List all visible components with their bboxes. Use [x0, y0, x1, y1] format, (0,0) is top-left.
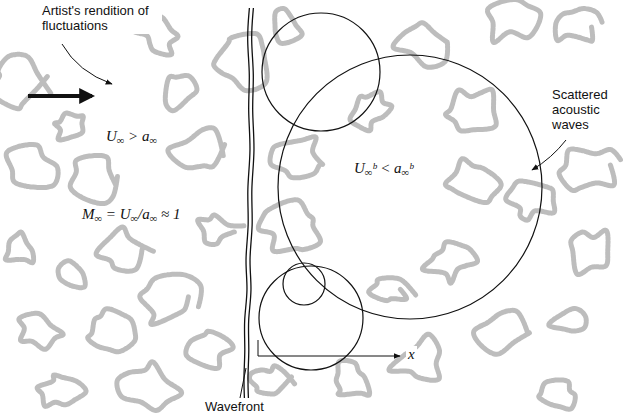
fluctuation-squiggle — [369, 278, 416, 301]
callout-text: Scattered acoustic waves — [550, 88, 620, 133]
fluctuation-squiggle — [555, 9, 602, 42]
wavefront-line — [248, 8, 254, 398]
flow-arrow — [28, 94, 92, 98]
fluctuation-squiggle — [350, 92, 392, 131]
fluctuation-squiggle — [186, 331, 233, 368]
fluctuation-squiggle — [506, 181, 555, 220]
fluctuation-squiggle — [58, 261, 85, 288]
fluctuation-squiggle — [275, 8, 302, 43]
fluctuation-squiggle — [96, 227, 154, 271]
fluctuation-squiggle — [168, 128, 225, 168]
fluctuation-squiggle — [336, 360, 369, 395]
fluctuation-squiggle — [559, 149, 620, 191]
fluctuation-squiggle — [549, 308, 587, 331]
acoustic-wave-circle — [262, 13, 380, 131]
acoustic-wave-circle — [278, 55, 542, 319]
fluctuation-squiggle — [37, 375, 86, 406]
flow-condition: U∞ᵇ < a∞ᵇ — [352, 160, 415, 177]
fluctuation-squiggle — [393, 23, 448, 68]
fluctuation-squiggle — [270, 137, 323, 178]
mach-number: M∞ = U∞/a∞ ≈ 1 — [80, 206, 182, 223]
flow-condition: U∞ > a∞ — [104, 128, 159, 145]
fluctuation-squiggle — [140, 274, 202, 324]
fluctuation-squiggle — [5, 232, 33, 263]
fluctuation-squiggle — [487, 0, 540, 42]
fluctuation-squiggle — [55, 113, 84, 140]
leader-arrow — [532, 140, 566, 170]
fluctuation-squiggle — [258, 200, 320, 252]
axis-tick — [258, 340, 259, 356]
fluctuation-squiggle — [88, 309, 136, 352]
callout-text: Artist's rendition of fluctuations — [40, 4, 162, 34]
callout-text: Wavefront — [203, 400, 266, 415]
acoustic-wave-circle — [283, 263, 325, 305]
fluctuation-squiggle — [474, 310, 530, 354]
wavefront-lines — [244, 8, 254, 398]
fluctuation-squiggle — [117, 362, 182, 411]
fluctuation-squiggle — [422, 242, 477, 284]
fluctuation-squiggle — [571, 230, 608, 274]
fluctuation-squiggle — [19, 313, 63, 349]
fluctuation-squiggle — [6, 144, 58, 187]
acoustic-wave-circle — [259, 266, 363, 370]
leader-line — [240, 368, 246, 398]
fluctuation-squiggle — [0, 54, 51, 108]
leader-arrow — [62, 44, 112, 84]
fluctuation-squiggle — [198, 215, 244, 245]
x-axis — [258, 356, 400, 357]
fluctuation-squiggle — [539, 380, 576, 409]
fluctuation-squiggles — [0, 0, 620, 410]
fluctuation-squiggle — [389, 334, 440, 380]
fluctuation-squiggle — [70, 155, 117, 203]
fluctuation-squiggle — [445, 159, 501, 203]
axis-label: x — [406, 346, 417, 363]
wave-shapes — [28, 8, 566, 398]
fluctuation-squiggle — [214, 33, 267, 90]
fluctuation-squiggle — [249, 366, 294, 394]
fluctuation-squiggle — [165, 76, 197, 111]
fluctuation-squiggle — [445, 89, 496, 131]
